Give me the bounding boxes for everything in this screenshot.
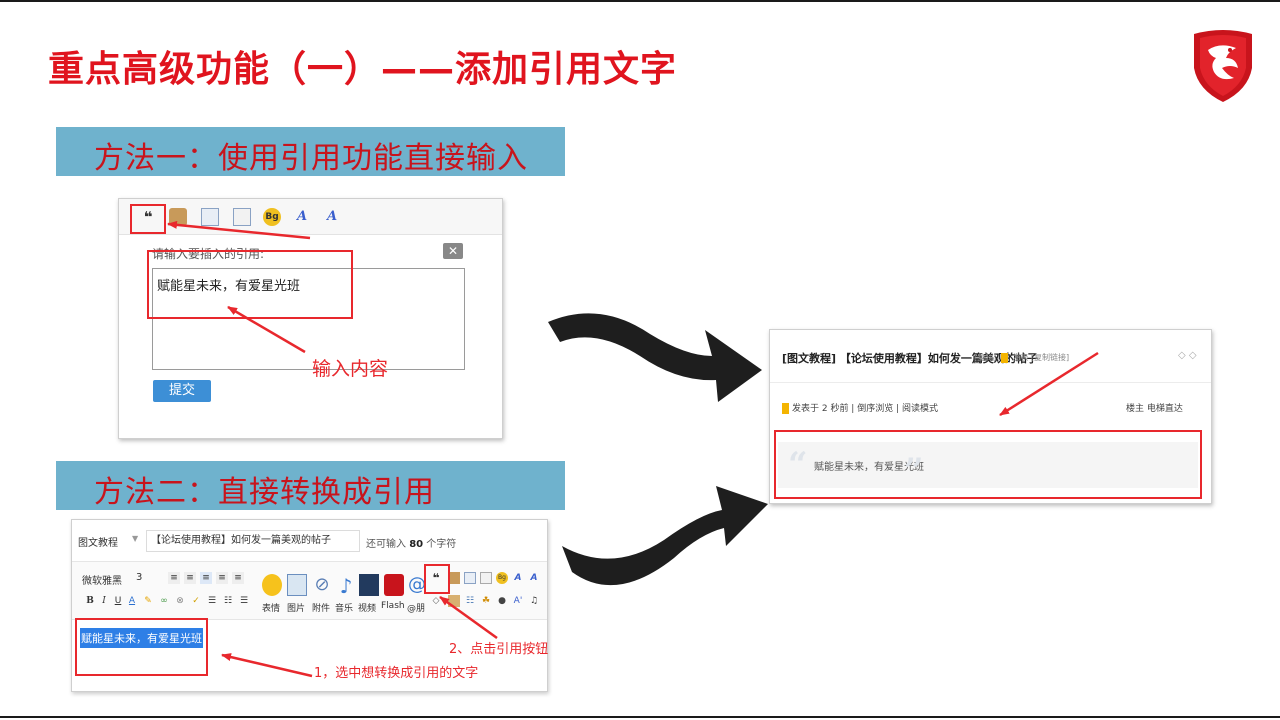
msi-dragon-logo-icon (1194, 30, 1252, 102)
divider (770, 382, 1211, 383)
quote-textarea-value: 赋能星未来，有爱星光班 (157, 279, 301, 294)
quote-icon[interactable]: ❝ (432, 571, 440, 585)
editor-toolbar: ❝ Bg A A (119, 199, 502, 235)
audio-icon[interactable]: ♫ (529, 596, 539, 606)
font-style-icon[interactable]: A (296, 209, 308, 224)
link-icon[interactable]: ∞ (160, 596, 168, 606)
italic-icon[interactable]: I (102, 596, 106, 606)
superscript-icon[interactable]: A' (513, 596, 523, 606)
char-remaining: 还可输入 80 个字符 (366, 539, 457, 550)
highlight-quote-button (130, 204, 166, 234)
unlink-icon[interactable]: ⊗ (176, 596, 184, 606)
quote-dialog: 请输入要插入的引用: ✕ 赋能星未来，有爱星光班 提交 (139, 235, 479, 431)
tool-label-attachment: 附件 (312, 604, 331, 614)
tag-icon (1000, 352, 1008, 363)
ordered-list-icon[interactable]: ☰ (207, 596, 217, 606)
tool-label-music: 音乐 (335, 604, 354, 614)
attachment-icon[interactable]: ⊘ (314, 574, 330, 595)
disc-icon[interactable]: ● (498, 596, 506, 606)
font-color-icon[interactable]: A (128, 596, 136, 606)
font-style-icon[interactable]: A (514, 573, 522, 583)
big-arrow-lower (562, 486, 768, 586)
floor-owner[interactable]: 楼主 电梯直达 (1126, 404, 1183, 414)
annotation-input-content: 输入内容 (312, 358, 389, 380)
method1-title: 方法一：使用引用功能直接输入 (94, 141, 528, 176)
font-select[interactable]: 微软雅黑 (82, 576, 122, 587)
emoji-icon[interactable] (262, 574, 282, 596)
category-select[interactable]: 图文教程 (78, 538, 118, 549)
open-quote-icon: “ (788, 445, 808, 485)
slide-title: 重点高级功能（一）——添加引用文字 (48, 49, 678, 90)
method2-banner: 方法二：直接转换成引用 (56, 461, 565, 510)
tool-label-video: 视频 (358, 604, 377, 614)
mention-icon[interactable]: @ (408, 574, 426, 595)
quote-text: 赋能星未来，有爱星光班 (814, 462, 924, 473)
quote-textarea[interactable]: 赋能星未来，有爱星光班 (152, 268, 465, 370)
tool-label-mention: @朋 (407, 604, 426, 614)
subject-input[interactable]: 【论坛使用教程】如何发一篇美观的帖子 (146, 530, 360, 552)
underline-icon[interactable]: U (114, 596, 122, 606)
table-icon[interactable] (464, 572, 476, 584)
video-icon[interactable] (359, 574, 379, 596)
justify-icon[interactable]: ≡ (216, 572, 228, 584)
hide-icon[interactable] (448, 595, 460, 607)
clear-format-icon[interactable]: ✓ (192, 596, 200, 606)
page-icon[interactable] (480, 572, 492, 584)
background-color-icon[interactable]: Bg (496, 572, 508, 584)
indent-icon[interactable]: ≡ (232, 572, 244, 584)
highlight-quote-input (147, 250, 353, 319)
submit-button[interactable]: 提交 (153, 380, 211, 402)
page-icon[interactable] (233, 208, 251, 226)
editor-subject-bar: 图文教程 ▼ 【论坛使用教程】如何发一篇美观的帖子 还可输入 80 个字符 (72, 520, 547, 562)
table-icon[interactable] (201, 208, 219, 226)
post-meta: [复制] 发表 [复制链接] (974, 352, 1070, 363)
quote-block: “ 赋能星未来，有爱星光班 ” (778, 442, 1198, 488)
big-arrow-upper (548, 313, 762, 402)
method2-title: 方法二：直接转换成引用 (94, 475, 435, 510)
highlight-quote-result (774, 430, 1202, 499)
annotation-step1: 1，选中想转换成引用的文字 (314, 666, 479, 681)
post-title: [图文教程] 【论坛使用教程】如何发一篇美观的帖子 (782, 352, 1038, 365)
align-right-icon[interactable]: ≡ (200, 572, 212, 584)
highlight-icon[interactable]: ✎ (144, 596, 152, 606)
code-icon[interactable] (169, 208, 187, 226)
close-quote-icon: ” (904, 451, 924, 491)
top-border (0, 0, 1280, 2)
sign-icon[interactable]: ☘ (481, 596, 491, 606)
highlight-selected-text (75, 618, 208, 676)
flash-icon[interactable] (384, 574, 404, 596)
post-info: 发表于 2 秒前 | 倒序浏览 | 阅读模式 (782, 401, 938, 414)
subscript-icon[interactable]: A (530, 573, 538, 583)
unordered-list-icon[interactable]: ☷ (223, 596, 233, 606)
size-select[interactable]: 3 (136, 572, 143, 583)
subscript-icon[interactable]: A (326, 209, 338, 224)
code-icon[interactable] (448, 572, 460, 584)
bottom-border (0, 716, 1280, 718)
password-icon[interactable]: ☷ (465, 596, 475, 606)
editor-format-toolbar: 微软雅黑 3 ≡ ≡ ≡ ≡ ≡ B I U A ✎ ∞ ⊗ ✓ ☰ ☷ ☰ ⊘… (72, 562, 547, 620)
highlight-quote-toolbar-button (424, 564, 450, 594)
bold-icon[interactable]: B (86, 596, 94, 606)
annotation-step2: 2、点击引用按钮 (449, 642, 549, 657)
tool-label-flash: Flash (381, 601, 405, 611)
selected-text: 赋能星未来，有爱星光班 (80, 628, 203, 648)
quote-icon[interactable]: ❝ (143, 208, 153, 226)
align-center-icon[interactable]: ≡ (184, 572, 196, 584)
author-icon (782, 403, 789, 414)
align-left-icon[interactable]: ≡ (168, 572, 180, 584)
tool-label-emoji: 表情 (262, 604, 281, 614)
copy-link[interactable]: [复制链接] (1030, 353, 1070, 362)
background-color-icon[interactable]: Bg (263, 208, 281, 226)
image-icon[interactable] (287, 574, 307, 596)
favorite-icon[interactable]: ◇ ◇ (1178, 350, 1197, 361)
method1-banner: 方法一：使用引用功能直接输入 (56, 127, 565, 176)
chevron-down-icon: ▼ (132, 534, 139, 543)
music-icon[interactable]: ♪ (339, 574, 353, 598)
tool-label-image: 图片 (287, 604, 306, 614)
close-icon[interactable]: ✕ (443, 243, 463, 259)
insert-code-icon[interactable]: ◇ (432, 596, 440, 606)
outdent-icon[interactable]: ☰ (239, 596, 249, 606)
